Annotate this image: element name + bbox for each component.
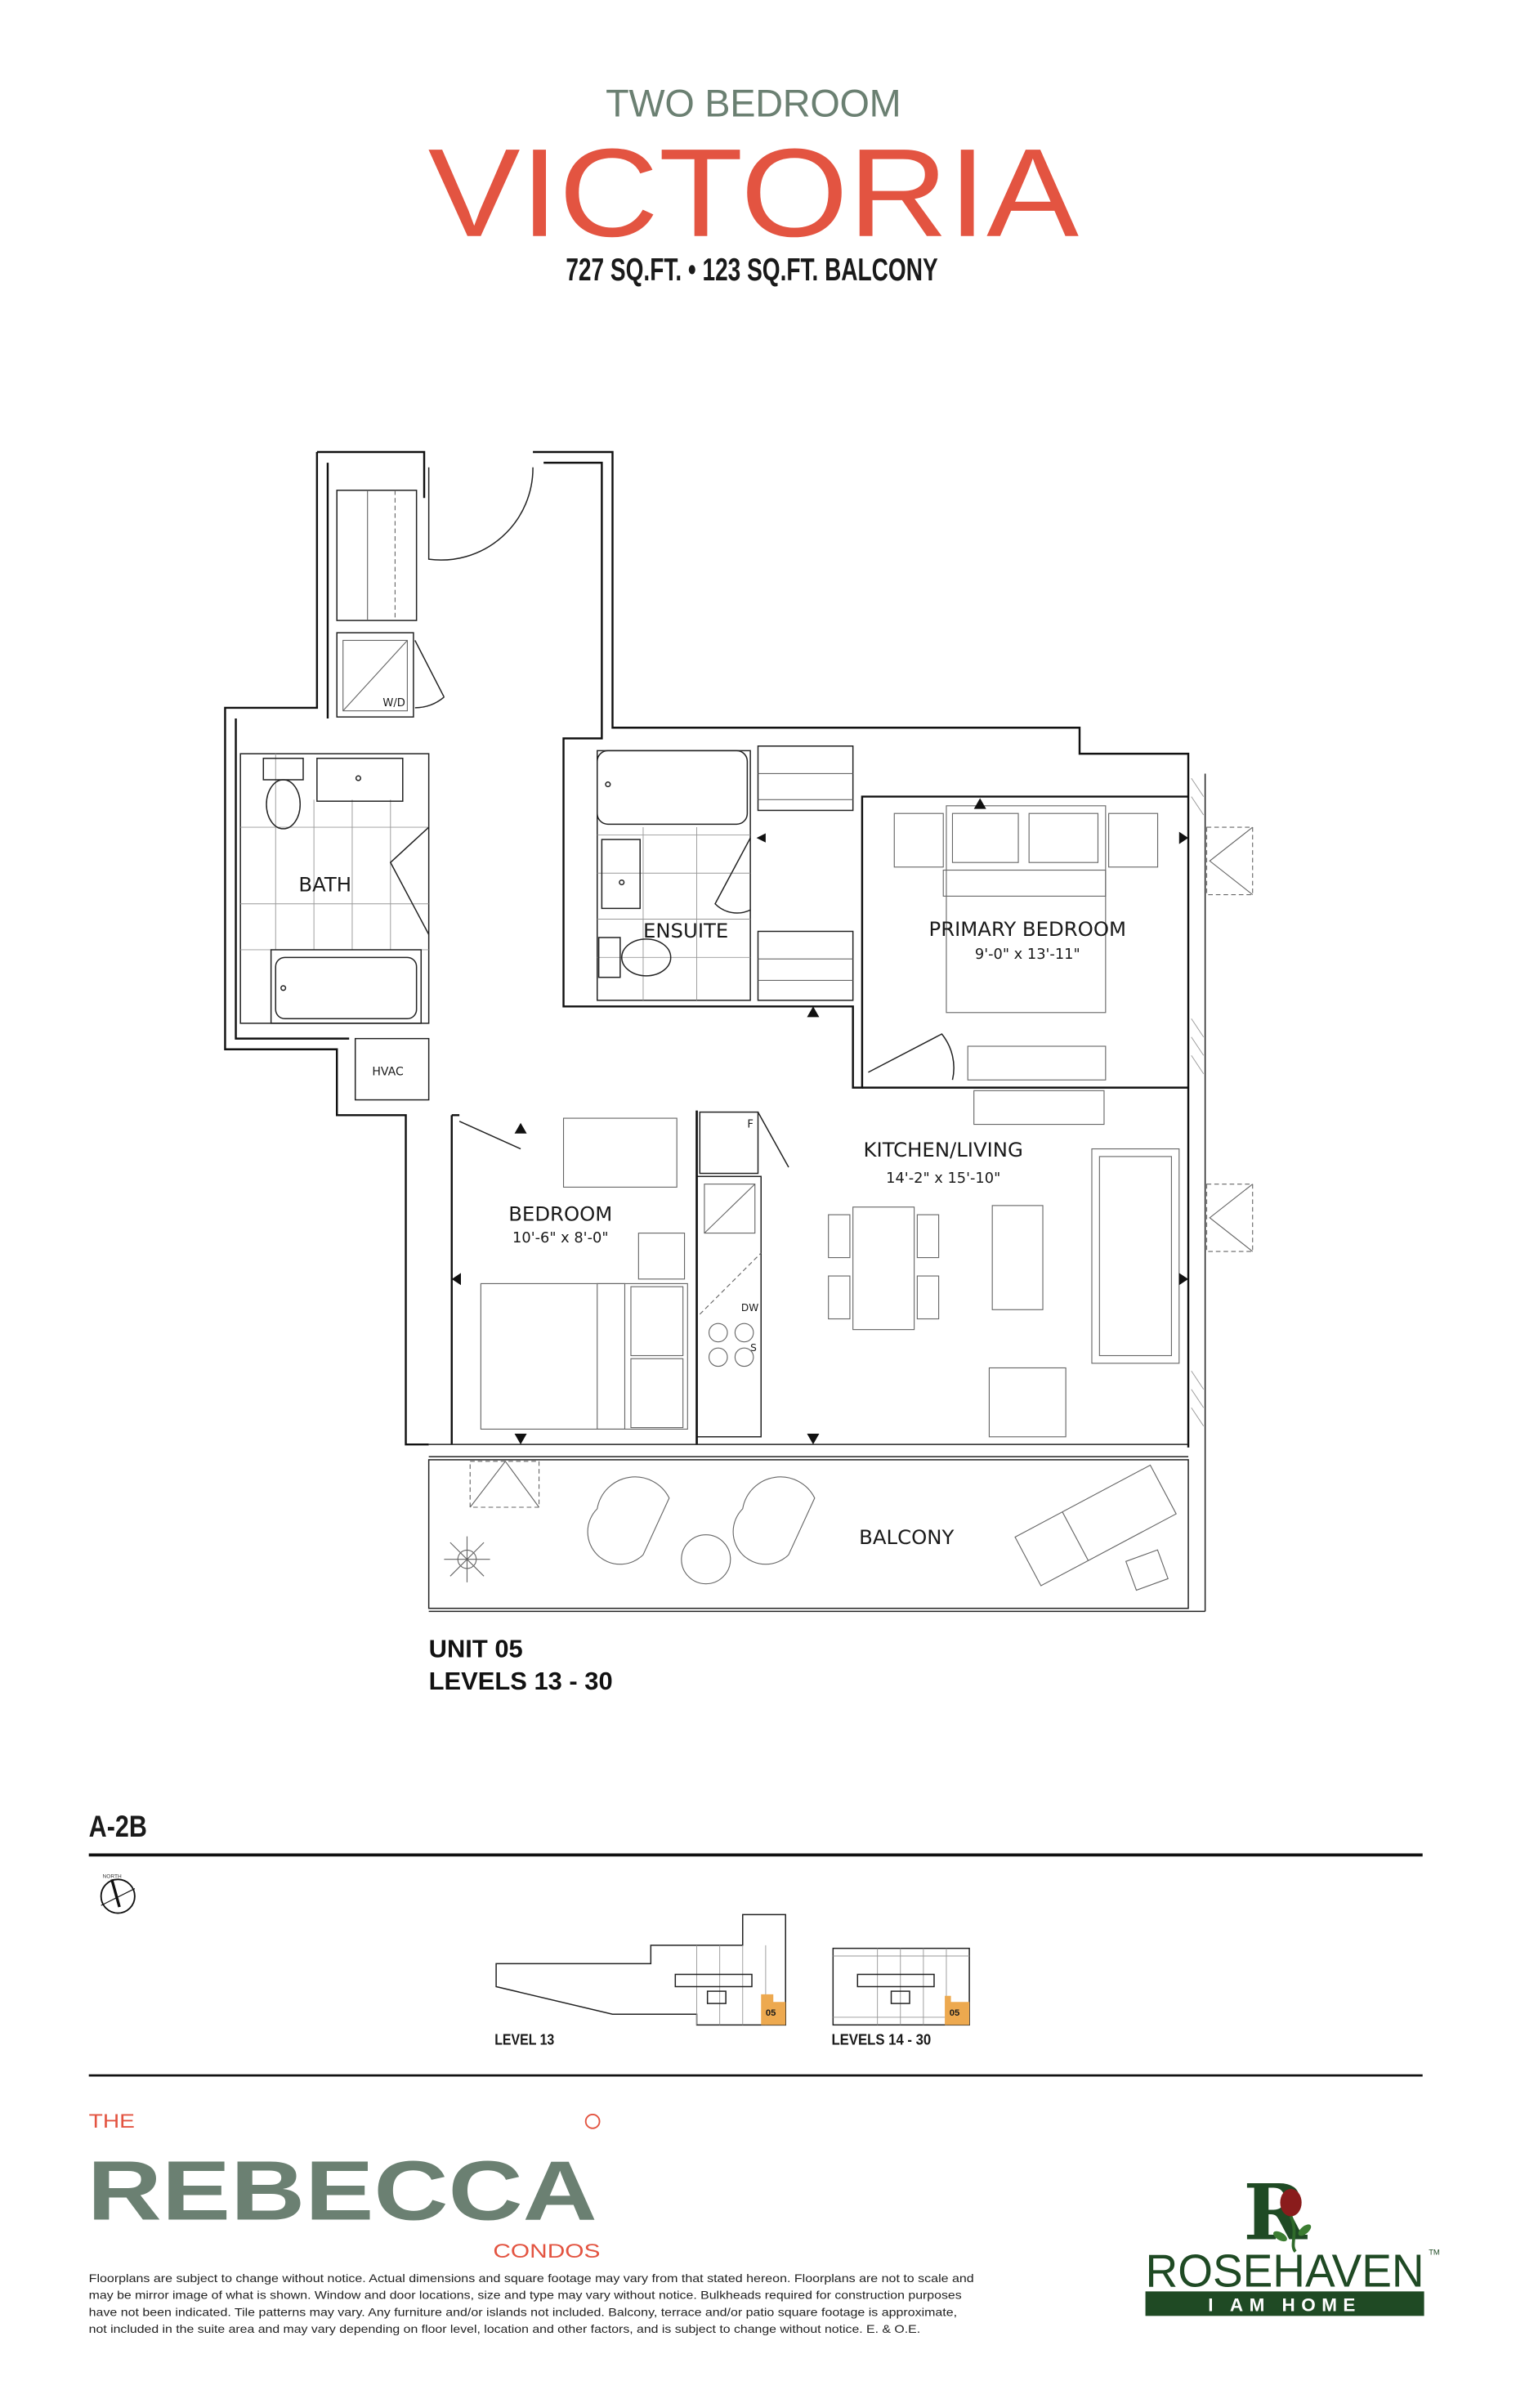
dining-table <box>852 1206 915 1331</box>
cooktop <box>708 1323 754 1367</box>
rebecca-condos-logo: THE REBECCA CONDOS <box>87 2110 601 2263</box>
logo-tm: TM <box>1429 2248 1440 2256</box>
bathtub <box>270 949 423 1024</box>
unit-type: TWO BEDROOM <box>606 83 901 125</box>
unit-levels: LEVELS 13 - 30 <box>429 1667 613 1695</box>
plant-icon <box>444 1536 490 1582</box>
entry-wall <box>543 461 1189 1089</box>
sink-label: S <box>750 1342 757 1354</box>
lounger <box>1014 1464 1177 1587</box>
model-name: VICTORIA <box>428 123 1080 263</box>
compass-label: NORTH <box>103 1873 122 1879</box>
disclaimer: Floorplans are subject to change without… <box>89 2271 974 2335</box>
nightstand-left <box>893 812 944 868</box>
closet <box>336 490 418 621</box>
ensuite-label: ENSUITE <box>643 919 728 942</box>
dishwasher-label: DW <box>741 1302 758 1314</box>
ensuite-bathtub <box>597 750 749 826</box>
keyplan-label: LEVEL 13 <box>494 2031 554 2048</box>
tv-console <box>973 1090 1105 1126</box>
exterior-wall-inner <box>235 463 350 1040</box>
rose-icon <box>1272 2188 1312 2253</box>
ensuite-toilet <box>620 938 672 977</box>
primary-dresser <box>967 1045 1107 1081</box>
primary-bed <box>946 805 1107 1014</box>
balcony <box>427 1459 1189 1609</box>
balcony-chair-right <box>732 1476 816 1565</box>
bath-label: BATH <box>298 873 351 897</box>
closet-lower <box>757 930 854 1001</box>
bedroom-label: BEDROOM <box>508 1202 612 1226</box>
nightstand-right <box>1108 812 1159 868</box>
bedroom-wall <box>450 1110 698 1445</box>
floor-plan: W/D BATH HVAC ENSUITE PRIMARY BEDROOM 9'… <box>224 450 1254 1613</box>
entry-door <box>427 467 534 561</box>
hvac-label: HVAC <box>372 1066 404 1079</box>
disclaimer-line: Floorplans are subject to change without… <box>89 2271 974 2285</box>
primary-bedroom-dims: 9'-0" x 13'-11" <box>975 946 1080 963</box>
coffee-table <box>991 1205 1044 1310</box>
sofa <box>1091 1148 1180 1364</box>
washer-dryer <box>336 632 414 718</box>
closet-upper <box>757 745 854 812</box>
exterior-wall-right <box>533 450 1190 1448</box>
disclaimer-line: may be mirror image of what is shown. Wi… <box>89 2289 962 2302</box>
keyplan-unit-tag: 05 <box>766 2008 776 2018</box>
keyplan-unit-highlight <box>945 1995 970 2025</box>
north-compass-icon: NORTH <box>100 1873 136 1914</box>
windows <box>428 773 1254 1612</box>
plan-code: A-2B <box>89 1809 147 1843</box>
keyplan-label: LEVELS 14 - 30 <box>831 2031 931 2048</box>
logo-the: THE <box>89 2110 135 2133</box>
unit-number: UNIT 05 <box>429 1635 523 1663</box>
toilet <box>266 779 302 830</box>
armchair <box>988 1367 1067 1438</box>
toilet-tank <box>262 757 304 781</box>
balcony-label: BALCONY <box>859 1525 954 1549</box>
logo-tagline: I AM HOME <box>1208 2295 1362 2316</box>
bedroom-dresser <box>562 1117 678 1188</box>
keyplan-unit-tag: 05 <box>950 2008 960 2018</box>
area-summary: 727 SQ.FT. • 123 SQ.FT. BALCONY <box>566 252 937 288</box>
ensuite-vanity <box>601 839 641 910</box>
logo-rosehaven: ROSEHAVEN <box>1146 2245 1424 2297</box>
logo-condos: CONDOS <box>493 2240 600 2263</box>
rosehaven-logo: R ROSEHAVEN TM I AM HOME <box>1145 2169 1440 2316</box>
keyplan-levels-14-30: 05 LEVELS 14 - 30 <box>831 1947 970 2048</box>
hvac-closet <box>354 1037 430 1101</box>
fridge <box>699 1111 759 1175</box>
disclaimer-line: have not been indicated. Tile patterns m… <box>89 2305 957 2318</box>
logo-rebecca: REBECCA <box>87 2143 597 2237</box>
kitchen-living-dims: 14'-2" x 15'-10" <box>886 1170 1000 1187</box>
wd-label: W/D <box>382 697 405 709</box>
kitchen-living-label: KITCHEN/LIVING <box>864 1138 1023 1161</box>
vanity <box>316 757 404 802</box>
fridge-label: F <box>747 1118 754 1130</box>
keyplan-level-13: 05 LEVEL 13 <box>494 1913 786 2048</box>
bedroom-dims: 10'-6" x 8'-0" <box>512 1229 608 1247</box>
balcony-chair-left <box>587 1476 670 1565</box>
bedroom-bed <box>480 1282 688 1430</box>
primary-bedroom-label: PRIMARY BEDROOM <box>929 917 1126 941</box>
balcony-table <box>681 1534 731 1585</box>
disclaimer-line: not included in the suite area and may v… <box>89 2322 920 2335</box>
exterior-wall <box>224 450 429 1446</box>
